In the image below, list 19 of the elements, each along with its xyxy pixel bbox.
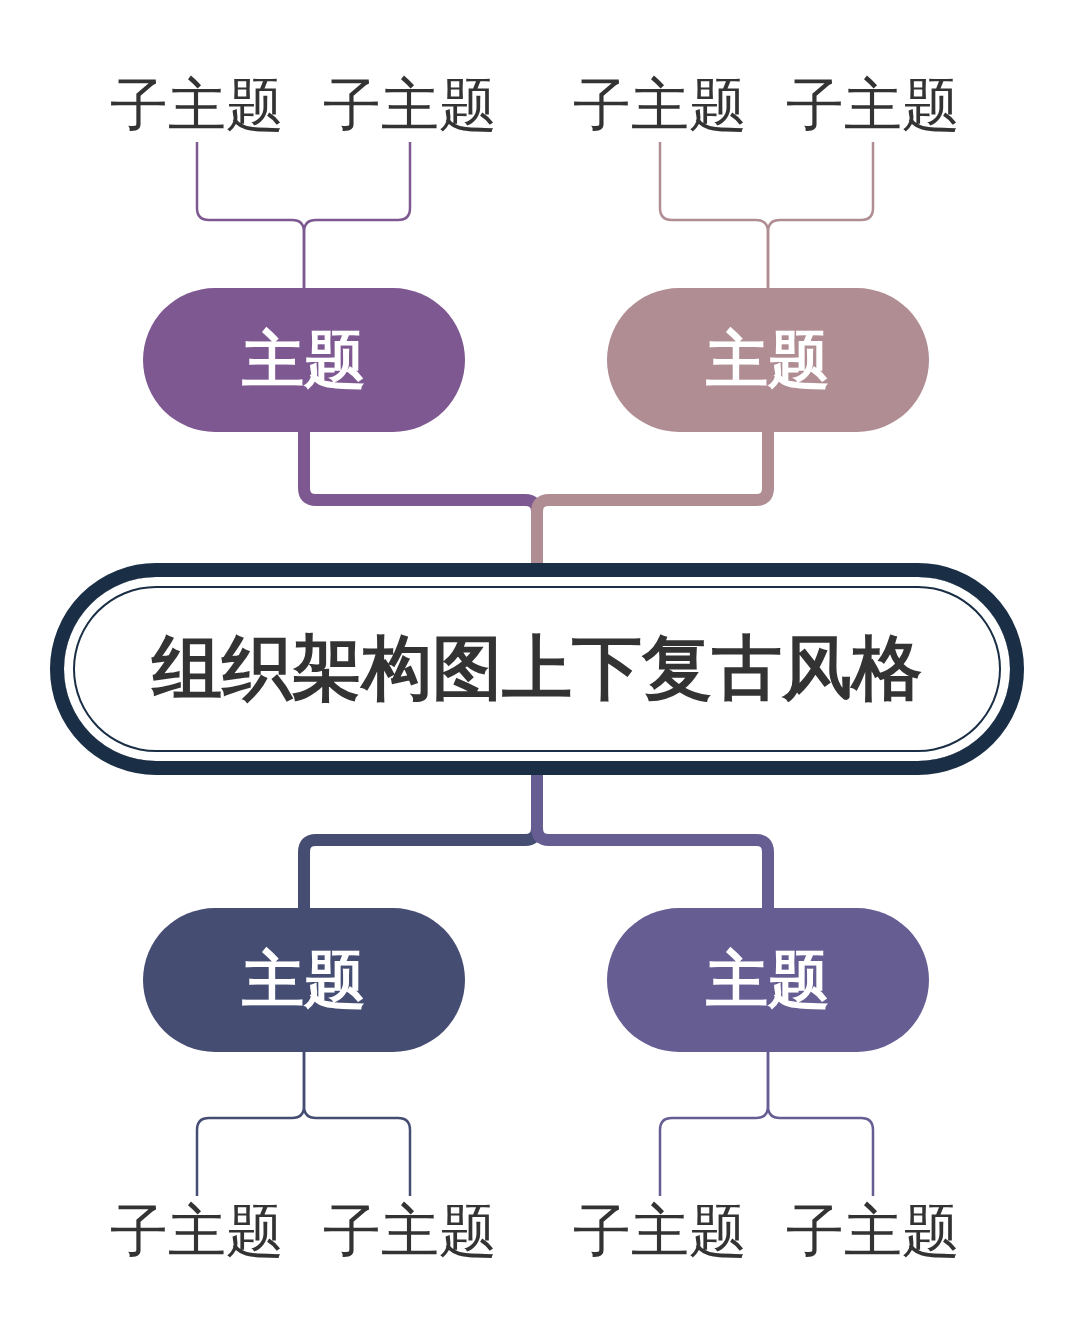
topic-pill: 主题 xyxy=(607,908,929,1052)
subtopic-text: 子主题 xyxy=(320,1196,500,1268)
subtopic-text: 子主题 xyxy=(783,1196,963,1268)
topic-pill: 主题 xyxy=(143,288,465,432)
subtopic-text: 子主题 xyxy=(783,70,963,142)
connector-line xyxy=(531,775,774,908)
topic-pill: 主题 xyxy=(143,908,465,1052)
subtopic-text: 子主题 xyxy=(107,1196,287,1268)
connector-line xyxy=(766,142,875,288)
connector-line xyxy=(766,1052,875,1196)
subtopic-text: 子主题 xyxy=(570,70,750,142)
connector-line xyxy=(531,432,774,563)
title-pill: 组织架构图上下复古风格 xyxy=(50,563,1024,775)
connector-line xyxy=(302,1052,412,1196)
subtopic-text: 子主题 xyxy=(570,1196,750,1268)
subtopic-text: 子主题 xyxy=(320,70,500,142)
subtopic-text: 子主题 xyxy=(107,70,287,142)
connector-line xyxy=(302,142,412,288)
topic-pill: 主题 xyxy=(607,288,929,432)
